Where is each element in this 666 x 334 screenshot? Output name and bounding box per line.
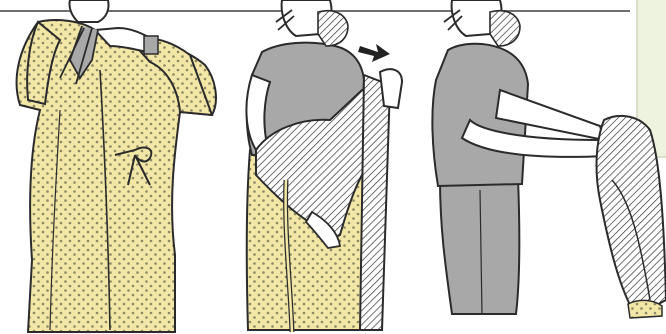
direction-arrow (358, 44, 390, 62)
head (69, 0, 108, 22)
panel-remove-gown (246, 0, 402, 332)
folded-gown-hem (628, 300, 662, 318)
panel-untie-gown (17, 0, 216, 332)
gown-strip (360, 75, 390, 330)
mask-3 (490, 11, 520, 46)
mask (318, 11, 348, 46)
cuff (144, 36, 158, 54)
hand-pull (380, 69, 402, 108)
panel-fold-gown (432, 0, 666, 318)
